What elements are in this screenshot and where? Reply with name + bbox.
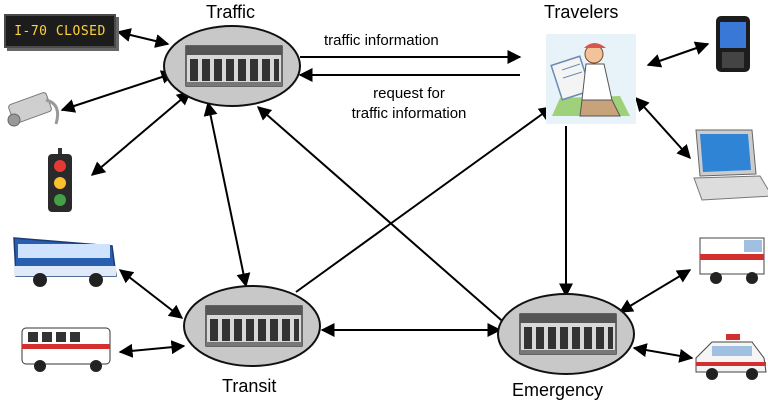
edge-laptop-travelers bbox=[635, 96, 691, 160]
node-travelers-label: Travelers bbox=[544, 2, 619, 22]
edge-emergency-traffic bbox=[256, 106, 509, 327]
shuttle-bus-icon bbox=[21, 327, 111, 372]
edge-traffic-transit bbox=[203, 101, 251, 288]
building-icon bbox=[185, 45, 283, 87]
node-traffic bbox=[163, 25, 301, 107]
traffic-camera-icon bbox=[7, 92, 60, 127]
laptop-icon bbox=[693, 129, 768, 201]
traffic-light-icon bbox=[48, 148, 72, 212]
building-icon bbox=[205, 305, 303, 347]
node-traffic-label: Traffic bbox=[206, 2, 256, 22]
edge-camera-traffic bbox=[60, 70, 176, 113]
cell-phone-icon bbox=[716, 16, 750, 72]
bus-icon bbox=[13, 237, 117, 287]
edge-request-label: request for traffic information bbox=[334, 84, 484, 124]
edge-traffic-information-label: traffic information bbox=[324, 32, 439, 49]
edge-sign-traffic bbox=[116, 28, 170, 48]
building-icon bbox=[519, 313, 617, 355]
edge-request-line1: request for bbox=[373, 85, 445, 102]
road-sign-text: I-70 CLOSED bbox=[14, 23, 106, 39]
node-emergency-label: Emergency bbox=[512, 380, 604, 400]
edge-request-line2: traffic information bbox=[351, 105, 467, 122]
traveler-icon bbox=[546, 34, 636, 124]
road-sign-icon: I-70 CLOSED bbox=[4, 14, 116, 48]
police-car-icon bbox=[695, 334, 767, 380]
ambulance-icon bbox=[699, 237, 765, 284]
edge-light-traffic bbox=[90, 91, 192, 176]
edge-ambulance-emergency bbox=[618, 269, 692, 313]
edge-phone-travelers bbox=[646, 41, 710, 68]
edge-shuttle-transit bbox=[118, 340, 186, 358]
edge-transit-travelers bbox=[295, 106, 554, 293]
node-transit-label: Transit bbox=[222, 376, 277, 396]
edge-police-emergency bbox=[632, 343, 694, 363]
edges bbox=[60, 28, 710, 363]
node-transit bbox=[183, 285, 321, 367]
node-emergency bbox=[497, 293, 635, 375]
edge-bus-transit bbox=[118, 269, 184, 319]
